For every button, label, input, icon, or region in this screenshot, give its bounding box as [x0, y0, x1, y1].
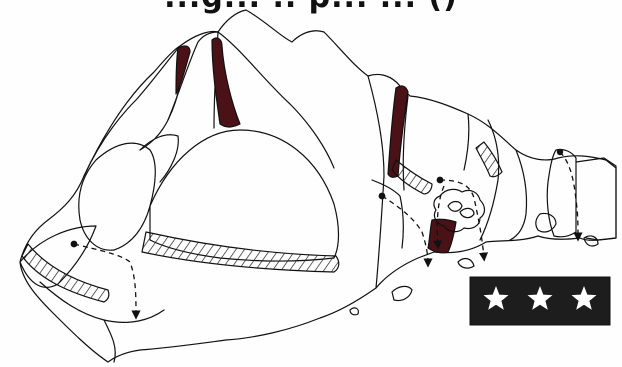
upper-fin-mid [168, 32, 218, 128]
right-panel-inner [372, 180, 403, 248]
segment-d [510, 150, 527, 240]
dark-wedge-lower [428, 219, 456, 253]
left-lobe-stem [140, 135, 178, 182]
dark-wedge-left [176, 46, 190, 94]
dashed-arrow-left [74, 244, 136, 316]
marker-dot-left [71, 241, 78, 248]
hatched-band-main [142, 232, 339, 272]
right-small-blob [536, 213, 556, 232]
star-scale-bar [470, 277, 610, 325]
marker-dot-right [557, 149, 563, 155]
upper-fin-right [218, 32, 334, 168]
segment-c [480, 120, 499, 240]
right-tail-outer [576, 158, 616, 240]
left-lobe [79, 143, 155, 250]
dashed-arrow-center [382, 196, 428, 264]
marker-dot-center [379, 193, 386, 200]
dark-wedge-mid [212, 38, 240, 127]
fragment-3 [458, 259, 474, 269]
upper-fin-left [84, 46, 182, 176]
fragment-1 [392, 286, 412, 300]
hatched-band-right [392, 160, 432, 194]
marker-dot-cluster [437, 177, 444, 184]
dashed-arrow-right [560, 152, 578, 238]
flower-petal-1 [448, 202, 462, 212]
fragment-2 [350, 308, 358, 315]
right-tail-block [547, 149, 576, 236]
flower-petal-2 [460, 208, 474, 217]
segment-b [464, 114, 469, 170]
tail-stub [104, 320, 115, 362]
